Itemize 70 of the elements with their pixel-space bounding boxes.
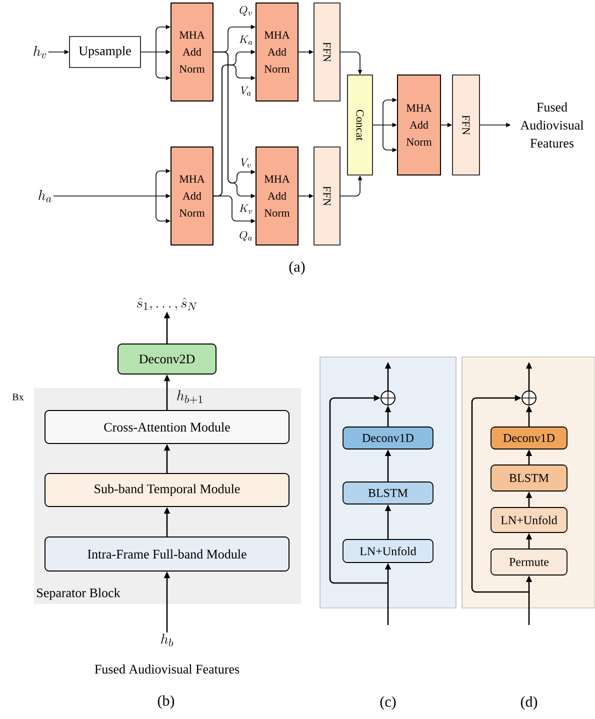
arrow xyxy=(164,507,170,536)
output-symbol: $\hat{s}_1, \ldots, \hat{s}_N$ xyxy=(137,298,197,310)
output-text: Fused Audiovisual Features xyxy=(520,102,584,148)
caption-text: Fused Audiovisual Features xyxy=(94,664,240,674)
edge-label: $K_a$ xyxy=(239,35,252,45)
module-box: Permute xyxy=(490,548,568,576)
edge-label: $h_{b+1}$ xyxy=(177,390,202,404)
arrow xyxy=(298,50,314,54)
arrow xyxy=(140,24,170,80)
edge-label: $Q_a$ xyxy=(240,230,252,241)
arrow xyxy=(526,406,532,427)
arrow xyxy=(384,449,392,482)
arrow xyxy=(480,122,511,128)
arrow xyxy=(526,362,532,390)
module-box: BLSTM xyxy=(490,464,568,492)
attention-block: MHA Add Norm xyxy=(256,146,298,246)
arrow xyxy=(164,312,170,344)
arrow xyxy=(471,394,529,593)
arrow xyxy=(48,50,70,54)
concat-block: Concat xyxy=(347,74,373,176)
arrow xyxy=(53,168,170,224)
arrow xyxy=(340,175,362,196)
edge-label: $V_v$ xyxy=(240,158,251,168)
ffn-block: FFN xyxy=(452,74,480,176)
arrow xyxy=(213,196,256,224)
module-box: LN+Unfold xyxy=(342,539,434,563)
arrow xyxy=(384,562,392,625)
input-symbol: $h_a$ xyxy=(38,190,52,202)
arrow xyxy=(164,444,170,473)
input-symbol: $h_b$ Fused Audiovisual Features xyxy=(94,634,240,674)
edge-label: $Q_v$ xyxy=(240,6,252,16)
arrow xyxy=(298,194,314,198)
arrow xyxy=(384,504,392,540)
sum-circle xyxy=(380,390,396,406)
repeat-label: Bx xyxy=(12,394,24,400)
attention-block: MHA Add Norm xyxy=(170,2,214,102)
process-box: Upsample xyxy=(69,36,141,68)
attention-block: MHA Add Norm xyxy=(256,2,298,102)
arrow xyxy=(384,406,392,427)
ffn-block: FFN xyxy=(314,2,340,102)
arrow xyxy=(340,52,362,75)
panel-label: (b) xyxy=(158,695,174,709)
module-box: LN+Unfold xyxy=(490,507,568,533)
arrow xyxy=(526,449,532,465)
arrow xyxy=(164,572,170,632)
sum-circle xyxy=(521,390,537,406)
ffn-block: FFN xyxy=(314,146,340,246)
arrow xyxy=(526,575,532,625)
input-symbol: $h_v$ xyxy=(34,46,46,58)
module-box: Cross-Attention Module xyxy=(44,410,290,444)
arrow xyxy=(526,491,532,508)
attention-block: MHA Add Norm xyxy=(170,146,214,246)
module-box: Deconv1D xyxy=(342,426,434,450)
edge-label: $V_a$ xyxy=(240,86,251,96)
panel-label: (c) xyxy=(380,696,396,710)
arrow xyxy=(440,122,452,128)
attention-block: MHA Add Norm xyxy=(397,74,441,176)
arrow xyxy=(526,532,532,549)
arrow xyxy=(329,394,388,584)
arrow xyxy=(164,374,170,410)
module-box: Sub-band Temporal Module xyxy=(44,473,290,507)
arrow xyxy=(372,98,397,152)
panel-label: (a) xyxy=(289,261,305,275)
module-box: Deconv2D xyxy=(118,344,216,374)
module-box: Deconv1D xyxy=(490,426,568,450)
arrow xyxy=(384,362,392,390)
edge-label: $K_v$ xyxy=(239,204,252,214)
module-box: BLSTM xyxy=(342,482,434,504)
module-box: Intra-Frame Full-band Module xyxy=(44,536,290,572)
panel-label: (d) xyxy=(520,696,538,710)
